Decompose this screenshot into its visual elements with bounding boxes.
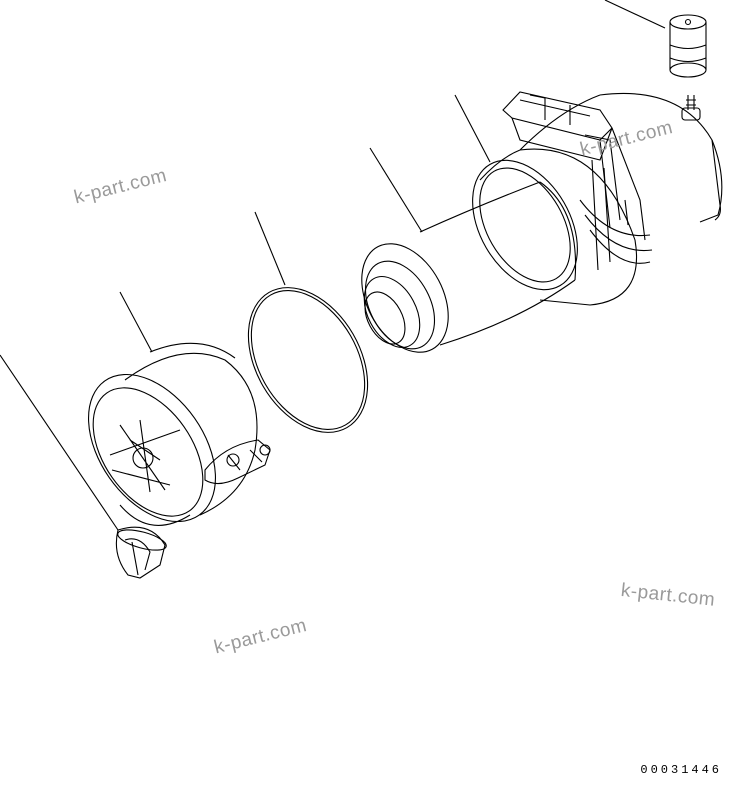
leader-line-filter-element [369, 147, 423, 233]
leader-line-o-ring [254, 211, 286, 286]
leader-line-evacuator-valve [0, 354, 119, 531]
dust-indicator [669, 14, 707, 78]
reference-number: 00031446 [640, 763, 722, 777]
air-cleaner-cover [87, 342, 271, 526]
filter-element [361, 181, 577, 353]
leader-line-body [454, 94, 491, 163]
leader-line-dust-indicator [604, 0, 666, 29]
evacuator-valve [115, 526, 167, 579]
air-cleaner-body [472, 91, 723, 306]
leader-line-cover [119, 291, 153, 353]
leader-lines [0, 0, 666, 531]
o-ring [247, 287, 369, 433]
